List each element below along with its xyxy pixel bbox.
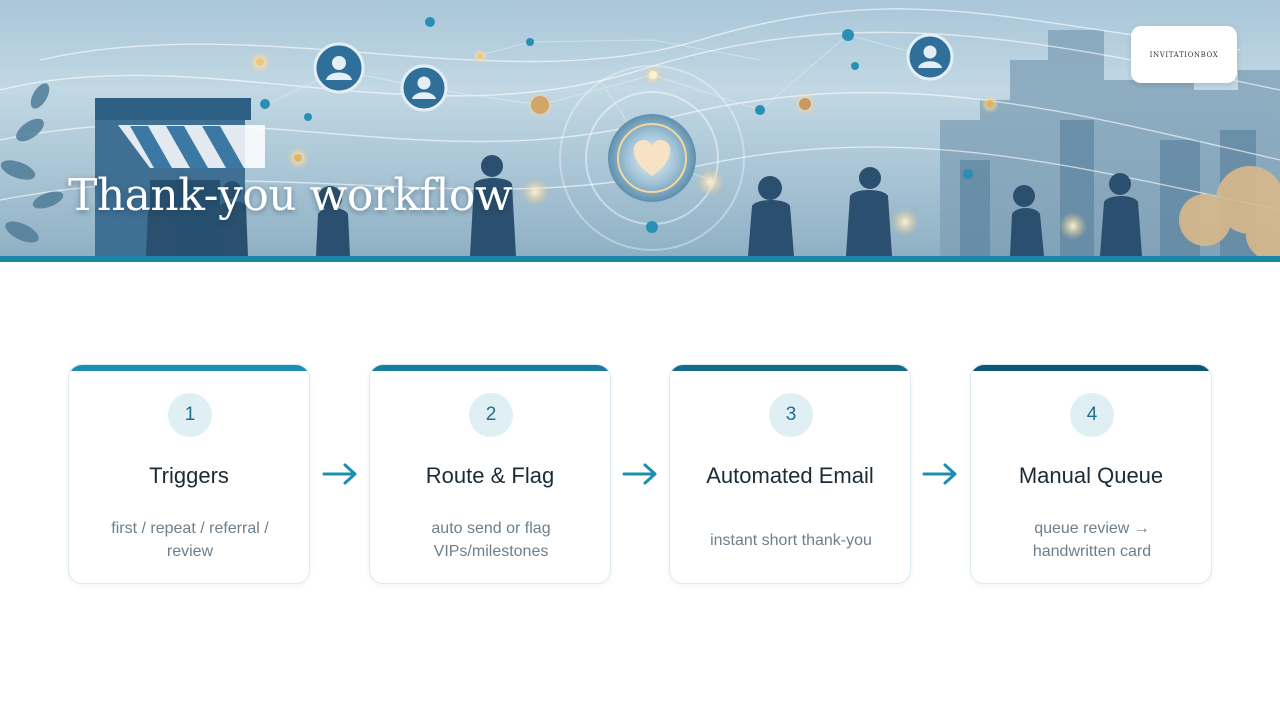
step-number-badge: 2 (469, 393, 513, 437)
arrow-right-icon (322, 463, 357, 485)
step-number-badge: 3 (769, 393, 813, 437)
step-card-automated-email: 3 Automated Email instant short thank-yo… (669, 364, 911, 584)
page-title: Thank-you workflow (68, 170, 513, 221)
step-description: auto send or flag VIPs/milestones (431, 520, 551, 560)
step-description: queue review → handwritten card (1032, 520, 1152, 560)
card-accent-bar (670, 365, 910, 371)
arrow-right-icon (622, 463, 657, 485)
card-accent-bar (370, 365, 610, 371)
step-number-badge: 1 (168, 393, 212, 437)
brand-logo: INVITATIONBOX (1131, 26, 1237, 83)
step-card-manual-queue: 4 Manual Queue queue review → handwritte… (970, 364, 1212, 584)
step-number-badge: 4 (1070, 393, 1114, 437)
brand-logo-text: INVITATIONBOX (1149, 50, 1219, 59)
step-description: instant short thank-you (710, 532, 872, 549)
step-title: Route & Flag (425, 463, 555, 488)
step-title: Triggers (149, 463, 229, 488)
step-card-route-flag: 2 Route & Flag auto send or flag VIPs/mi… (369, 364, 611, 584)
step-title: Manual Queue (1018, 463, 1164, 488)
step-title: Automated Email (706, 463, 874, 488)
header-banner (0, 0, 1280, 256)
step-description: first / repeat / referral / review (111, 520, 269, 560)
step-card-triggers: 1 Triggers first / repeat / referral / r… (68, 364, 310, 584)
arrow-right-icon (922, 463, 957, 485)
customer-network-illustration (0, 8, 1280, 256)
banner-divider (0, 256, 1280, 262)
card-accent-bar (971, 365, 1211, 371)
card-accent-bar (69, 365, 309, 371)
